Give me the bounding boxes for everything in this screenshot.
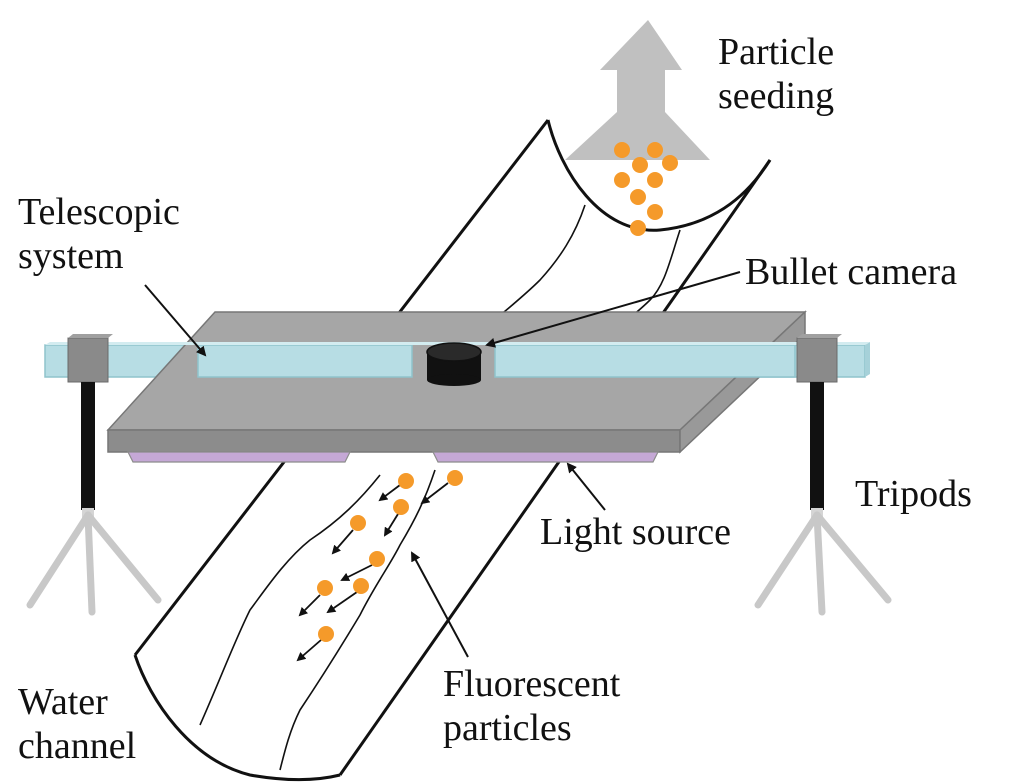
label-light-source: Light source (540, 511, 732, 553)
tripod-left (26, 334, 162, 616)
light-source-right (432, 451, 659, 463)
seeding-arrow-icon (565, 20, 710, 160)
telescopic-rail-over-platform (45, 342, 870, 378)
arrow-telescopic-system (144, 284, 207, 357)
tripod-right-pole (810, 382, 824, 510)
tripod-left-bracket (67, 337, 109, 383)
label-water-channel: Water channel (18, 681, 137, 767)
channel-right-edge (338, 159, 772, 776)
channel-top-opening (546, 119, 772, 232)
bullet-camera-icon (426, 342, 482, 386)
arrow-fluorescent-particles (411, 551, 469, 658)
label-particle-seeding: Particle seeding (718, 31, 835, 117)
leader-arrows (144, 271, 741, 658)
label-tripods: Tripods (855, 473, 972, 515)
arrow-light-source (566, 462, 606, 511)
tripod-right (754, 334, 892, 616)
arrow-bullet-camera (485, 271, 741, 348)
light-source (127, 451, 659, 463)
tripod-right-bracket (796, 337, 838, 383)
platform-front (107, 429, 681, 453)
fluorescent-particles (296, 470, 463, 662)
light-source-left (127, 451, 351, 463)
label-bullet-camera: Bullet camera (745, 251, 958, 293)
label-fluorescent-particles: Fluorescent particles (443, 663, 621, 749)
channel-bottom-opening (133, 654, 341, 781)
label-telescopic-system: Telescopic system (18, 191, 180, 277)
seeding-particles (614, 142, 678, 236)
tripod-left-pole (81, 382, 95, 510)
